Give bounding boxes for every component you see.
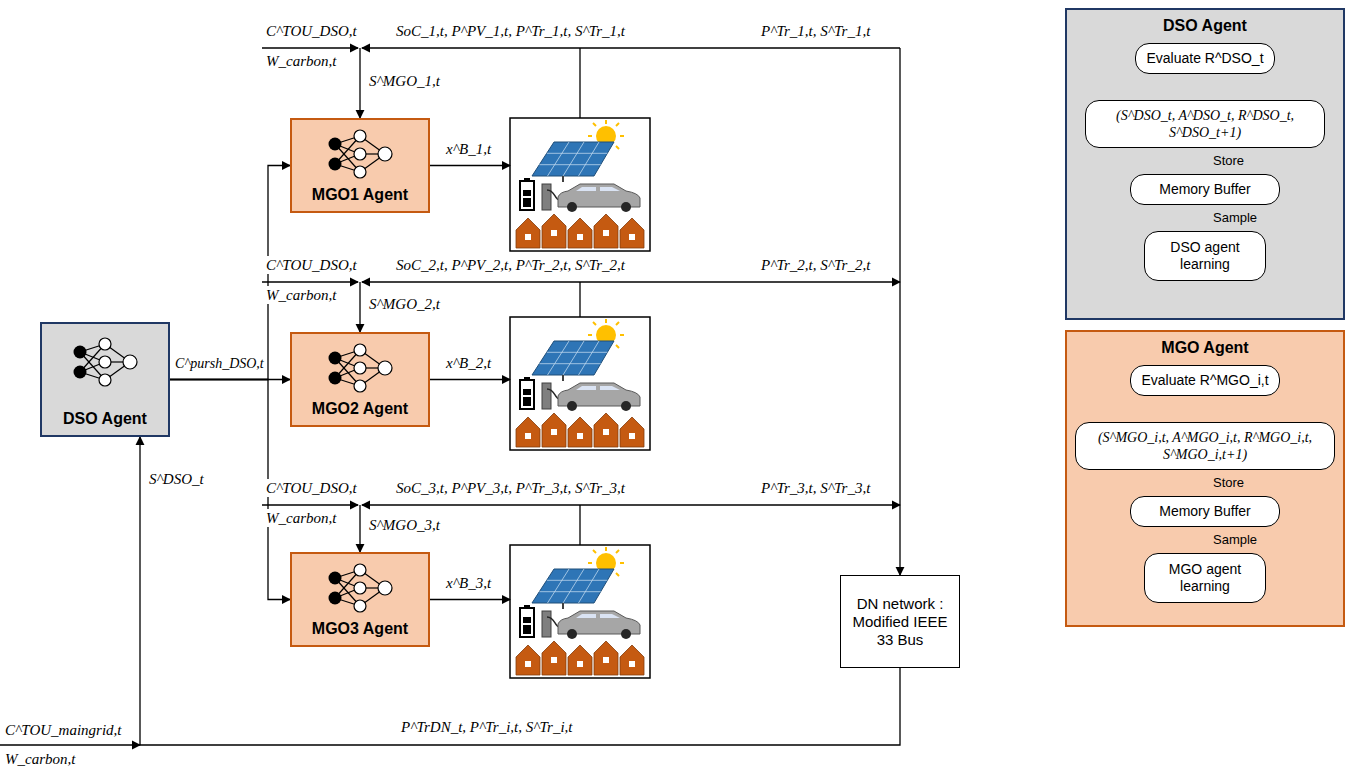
signal-label: P^Tr_1,t, S^Tr_1,t bbox=[760, 22, 871, 40]
neural-net-icon bbox=[329, 130, 393, 178]
connector-arrow bbox=[140, 437, 900, 745]
signal-label: W_carbon,t bbox=[4, 750, 76, 768]
signal-label: W_carbon,t bbox=[265, 52, 337, 70]
panel-heading: MGO Agent bbox=[1067, 332, 1343, 357]
process-label: Memory Buffer bbox=[1159, 181, 1251, 198]
signal-label: S^DSO_t bbox=[148, 470, 205, 488]
mgo-agent-box: MGO3 Agent bbox=[290, 552, 430, 647]
edge-label: P^TrDN_t, P^Tr_i,t, S^Tr_i,t bbox=[400, 718, 574, 736]
neural-net-icon bbox=[329, 344, 393, 392]
signal-label: SoC_1,t, P^PV_1,t, P^Tr_1,t, S^Tr_1,t bbox=[395, 22, 626, 40]
edge-label: Sample bbox=[1213, 532, 1257, 548]
network-box: DN network : Modified IEEE 33 Bus bbox=[840, 575, 960, 668]
process-label: Evaluate R^DSO_t bbox=[1146, 50, 1263, 67]
signal-label: x^B_2,t bbox=[445, 354, 492, 372]
signal-label: S^MGO_3,t bbox=[368, 516, 441, 534]
process-box: MGO agent learning bbox=[1144, 553, 1266, 603]
process-box: Memory Buffer bbox=[1130, 174, 1280, 205]
signal-label: S^MGO_1,t bbox=[368, 72, 441, 90]
panel-heading: DSO Agent bbox=[1067, 10, 1343, 35]
signal-label: S^MGO_2,t bbox=[368, 295, 441, 313]
signal-label: C^TOU_DSO,t bbox=[265, 22, 358, 40]
process-label: (S^MGO_i,t, A^MGO_i,t, R^MGO_i,t, S^MGO_… bbox=[1082, 429, 1328, 463]
process-label: Memory Buffer bbox=[1159, 503, 1251, 520]
agent-name: MGO3 Agent bbox=[292, 619, 428, 638]
microgrid-illustration bbox=[510, 317, 650, 450]
microgrid-illustration bbox=[510, 118, 650, 251]
signal-label: W_carbon,t bbox=[265, 286, 337, 304]
edge-label: Store bbox=[1213, 475, 1244, 491]
process-box: (S^DSO_t, A^DSO_t, R^DSO_t, S^DSO_t+1) bbox=[1085, 100, 1325, 148]
process-box: Evaluate R^DSO_t bbox=[1135, 43, 1275, 74]
process-box: DSO agent learning bbox=[1144, 231, 1266, 281]
edge-label: Store bbox=[1213, 153, 1244, 169]
signal-label: P^Tr_2,t, S^Tr_2,t bbox=[760, 256, 871, 274]
signal-label: x^B_1,t bbox=[445, 140, 492, 158]
signal-label: C^TOU_DSO,t bbox=[265, 479, 358, 497]
dso-agent-box: DSO Agent bbox=[40, 322, 170, 437]
agent-panel: DSO AgentEvaluate R^DSO_t (S^DSO_t, A^DSO… bbox=[1065, 8, 1345, 320]
microgrid-illustration bbox=[510, 545, 650, 678]
edge-label: Sample bbox=[1213, 210, 1257, 226]
agent-panel: MGO AgentEvaluate R^MGO_i,t (S^MGO_i,t, A… bbox=[1065, 330, 1345, 627]
network-name: DN network : Modified IEEE 33 Bus bbox=[847, 595, 953, 649]
process-label: (S^DSO_t, A^DSO_t, R^DSO_t, S^DSO_t+1) bbox=[1092, 107, 1318, 141]
signal-label: C^TOU_DSO,t bbox=[265, 256, 358, 274]
agent-name: DSO Agent bbox=[42, 409, 168, 428]
mgo-agent-box: MGO1 Agent bbox=[290, 118, 430, 213]
process-label: DSO agent learning bbox=[1151, 239, 1259, 273]
agent-name: MGO1 Agent bbox=[292, 185, 428, 204]
signal-label: W_carbon,t bbox=[265, 509, 337, 527]
signal-label: x^B_3,t bbox=[445, 574, 492, 592]
neural-net-icon bbox=[329, 564, 393, 612]
neural-net-icon bbox=[74, 338, 138, 386]
process-box: (S^MGO_i,t, A^MGO_i,t, R^MGO_i,t, S^MGO_… bbox=[1075, 422, 1335, 470]
mgo-agent-box: MGO2 Agent bbox=[290, 332, 430, 427]
signal-label: P^Tr_3,t, S^Tr_3,t bbox=[760, 479, 871, 497]
process-label: MGO agent learning bbox=[1151, 561, 1259, 595]
process-label: Evaluate R^MGO_i,t bbox=[1141, 372, 1268, 389]
signal-label: C^TOU_maingrid,t bbox=[4, 721, 123, 739]
agent-name: MGO2 Agent bbox=[292, 399, 428, 418]
wires bbox=[0, 48, 900, 745]
signal-label: SoC_2,t, P^PV_2,t, P^Tr_2,t, S^Tr_2,t bbox=[395, 256, 626, 274]
signal-label: SoC_3,t, P^PV_3,t, P^Tr_3,t, S^Tr_3,t bbox=[395, 479, 626, 497]
process-box: Memory Buffer bbox=[1130, 496, 1280, 527]
edge-label: C^pursh_DSO,t bbox=[174, 355, 265, 373]
process-box: Evaluate R^MGO_i,t bbox=[1130, 365, 1280, 396]
